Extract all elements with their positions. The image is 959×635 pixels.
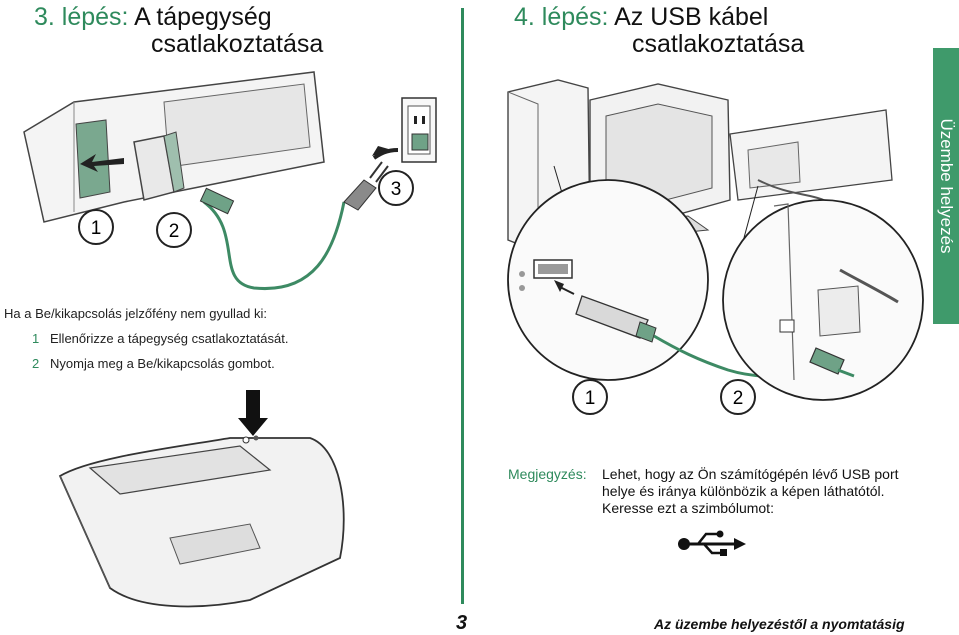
printer-front-illustration (58, 390, 345, 608)
callout-2: 2 (156, 212, 192, 248)
step3-title-line2: csatlakoztatása (151, 30, 324, 58)
callout-1: 1 (78, 209, 114, 245)
side-tab: Üzembe helyezés (933, 48, 959, 324)
power-supply-illustration: 1 2 3 (23, 71, 437, 291)
footer-title: Az üzembe helyezéstől a nyomtatásig (654, 616, 905, 632)
note-text: Lehet, hogy az Ön számítógépén lévő USB … (602, 466, 899, 517)
step4-title: 4. lépés: Az USB kábel csatlakoztatása (514, 4, 804, 58)
step4-title-line1: Az USB kábel (614, 3, 769, 31)
troubleshoot-item-2-num: 2 (32, 356, 40, 371)
step3-title: 3. lépés: A tápegység csatlakoztatása (34, 4, 323, 58)
side-tab-label: Üzembe helyezés (937, 118, 956, 254)
note-line-1: Lehet, hogy az Ön számítógépén lévő USB … (602, 466, 899, 482)
svg-text:1: 1 (585, 388, 596, 409)
troubleshoot-item-2: 2 Nyomja meg a Be/kikapcsolás gombot. (4, 356, 288, 371)
step3-number: 3. lépés: (34, 3, 129, 31)
troubleshoot-item-1-num: 1 (32, 331, 40, 346)
usb-callout-1: 1 (572, 379, 608, 415)
note-line-2: helye és iránya különbözik a képen látha… (602, 483, 885, 499)
note-line-3: Keresse ezt a szimbólumot: (602, 500, 774, 516)
step3-title-line1: A tápegység (134, 3, 272, 31)
troubleshoot-section: Ha a Be/kikapcsolás jelzőfény nem gyulla… (4, 306, 288, 371)
svg-text:2: 2 (169, 221, 180, 242)
callout-3: 3 (378, 170, 414, 206)
page-number: 3 (456, 612, 468, 634)
troubleshoot-item-2-text: Nyomja meg a Be/kikapcsolás gombot. (50, 356, 275, 371)
step4-title-line2: csatlakoztatása (632, 30, 805, 58)
troubleshoot-item-1: 1 Ellenőrizze a tápegység csatlakoztatásá… (4, 331, 288, 346)
svg-text:1: 1 (91, 218, 102, 239)
usb-cable-illustration: 1 2 (507, 79, 924, 415)
usb-symbol-icon (678, 530, 746, 556)
usb-callout-2: 2 (720, 379, 756, 415)
note-label: Megjegyzés: (508, 466, 587, 482)
svg-text:3: 3 (391, 179, 402, 200)
column-divider (461, 8, 464, 604)
svg-text:2: 2 (733, 388, 744, 409)
troubleshoot-heading: Ha a Be/kikapcsolás jelzőfény nem gyulla… (4, 306, 268, 321)
step4-number: 4. lépés: (514, 3, 609, 31)
troubleshoot-item-1-text: Ellenőrizze a tápegység csatlakoztatását… (50, 331, 289, 346)
